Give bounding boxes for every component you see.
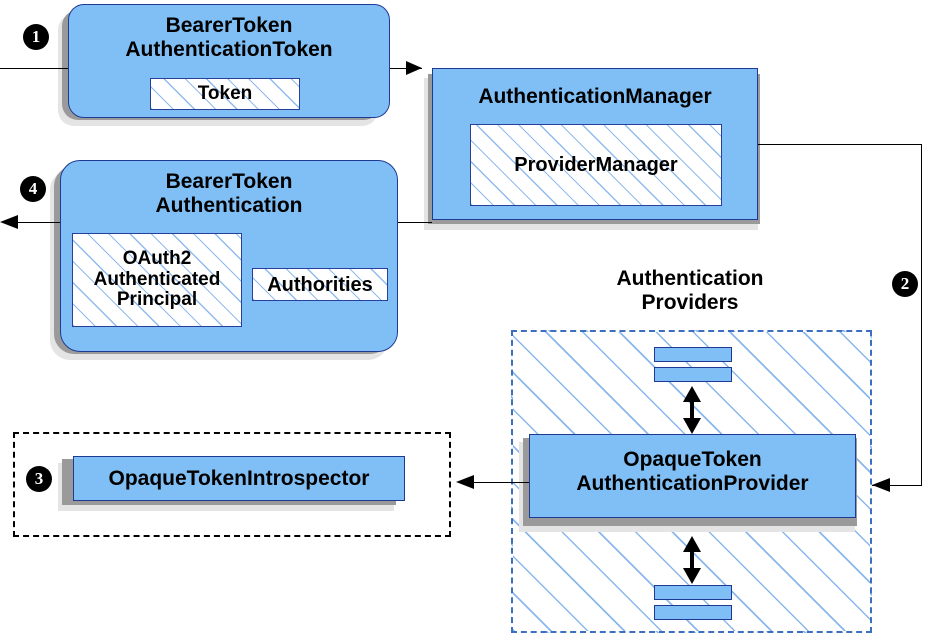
- opaque-token-authentication-provider-box[interactable]: OpaqueToken AuthenticationProvider: [529, 434, 856, 518]
- opaque-token-introspector-region: [13, 432, 451, 537]
- opaque-token-introspector-title: OpaqueTokenIntrospector: [108, 466, 370, 490]
- provider-stack-bar-bottom-2: [654, 605, 732, 620]
- provider-stack-bar-top-1: [654, 347, 732, 362]
- badge-step-2: 2: [892, 271, 918, 297]
- connector-manager-to-right: [758, 144, 922, 145]
- token-inner-box[interactable]: Token: [150, 78, 300, 110]
- opaque-token-authentication-provider-title: OpaqueToken AuthenticationProvider: [576, 448, 809, 495]
- token-label: Token: [197, 82, 253, 104]
- connector-provider-to-introspector: [470, 482, 533, 483]
- badge-step-4: 4: [20, 176, 46, 202]
- oauth2-authenticated-principal-box[interactable]: OAuth2 Authenticated Principal: [72, 233, 242, 327]
- badge-step-1: 1: [23, 24, 49, 50]
- connector-right-to-provider: [872, 485, 922, 486]
- authentication-manager-title: AuthenticationManager: [478, 85, 712, 108]
- provider-manager-label: ProviderManager: [514, 154, 678, 176]
- connector-input-to-bearer-token: [0, 68, 72, 69]
- connector-authentication-to-output: [14, 222, 72, 223]
- badge-step-3: 3: [26, 466, 52, 492]
- authorities-box[interactable]: Authorities: [252, 268, 388, 301]
- provider-stack-bar-bottom-1: [654, 585, 732, 600]
- bearer-token-authentication-token-title: BearerToken AuthenticationToken: [125, 14, 333, 61]
- bearer-token-authentication-title: BearerToken Authentication: [155, 170, 303, 217]
- oauth2-authenticated-principal-label: OAuth2 Authenticated Principal: [93, 247, 221, 311]
- opaque-token-introspector-box[interactable]: OpaqueTokenIntrospector: [73, 456, 405, 501]
- connector-manager-to-authentication: [398, 222, 432, 223]
- provider-stack-bar-top-2: [654, 367, 732, 382]
- authorities-label: Authorities: [267, 273, 373, 296]
- provider-manager-inner-box[interactable]: ProviderManager: [470, 124, 722, 206]
- connector-right-vertical: [921, 144, 922, 485]
- authentication-providers-label: Authentication Providers: [616, 267, 764, 314]
- connector-token-to-manager: [390, 68, 422, 69]
